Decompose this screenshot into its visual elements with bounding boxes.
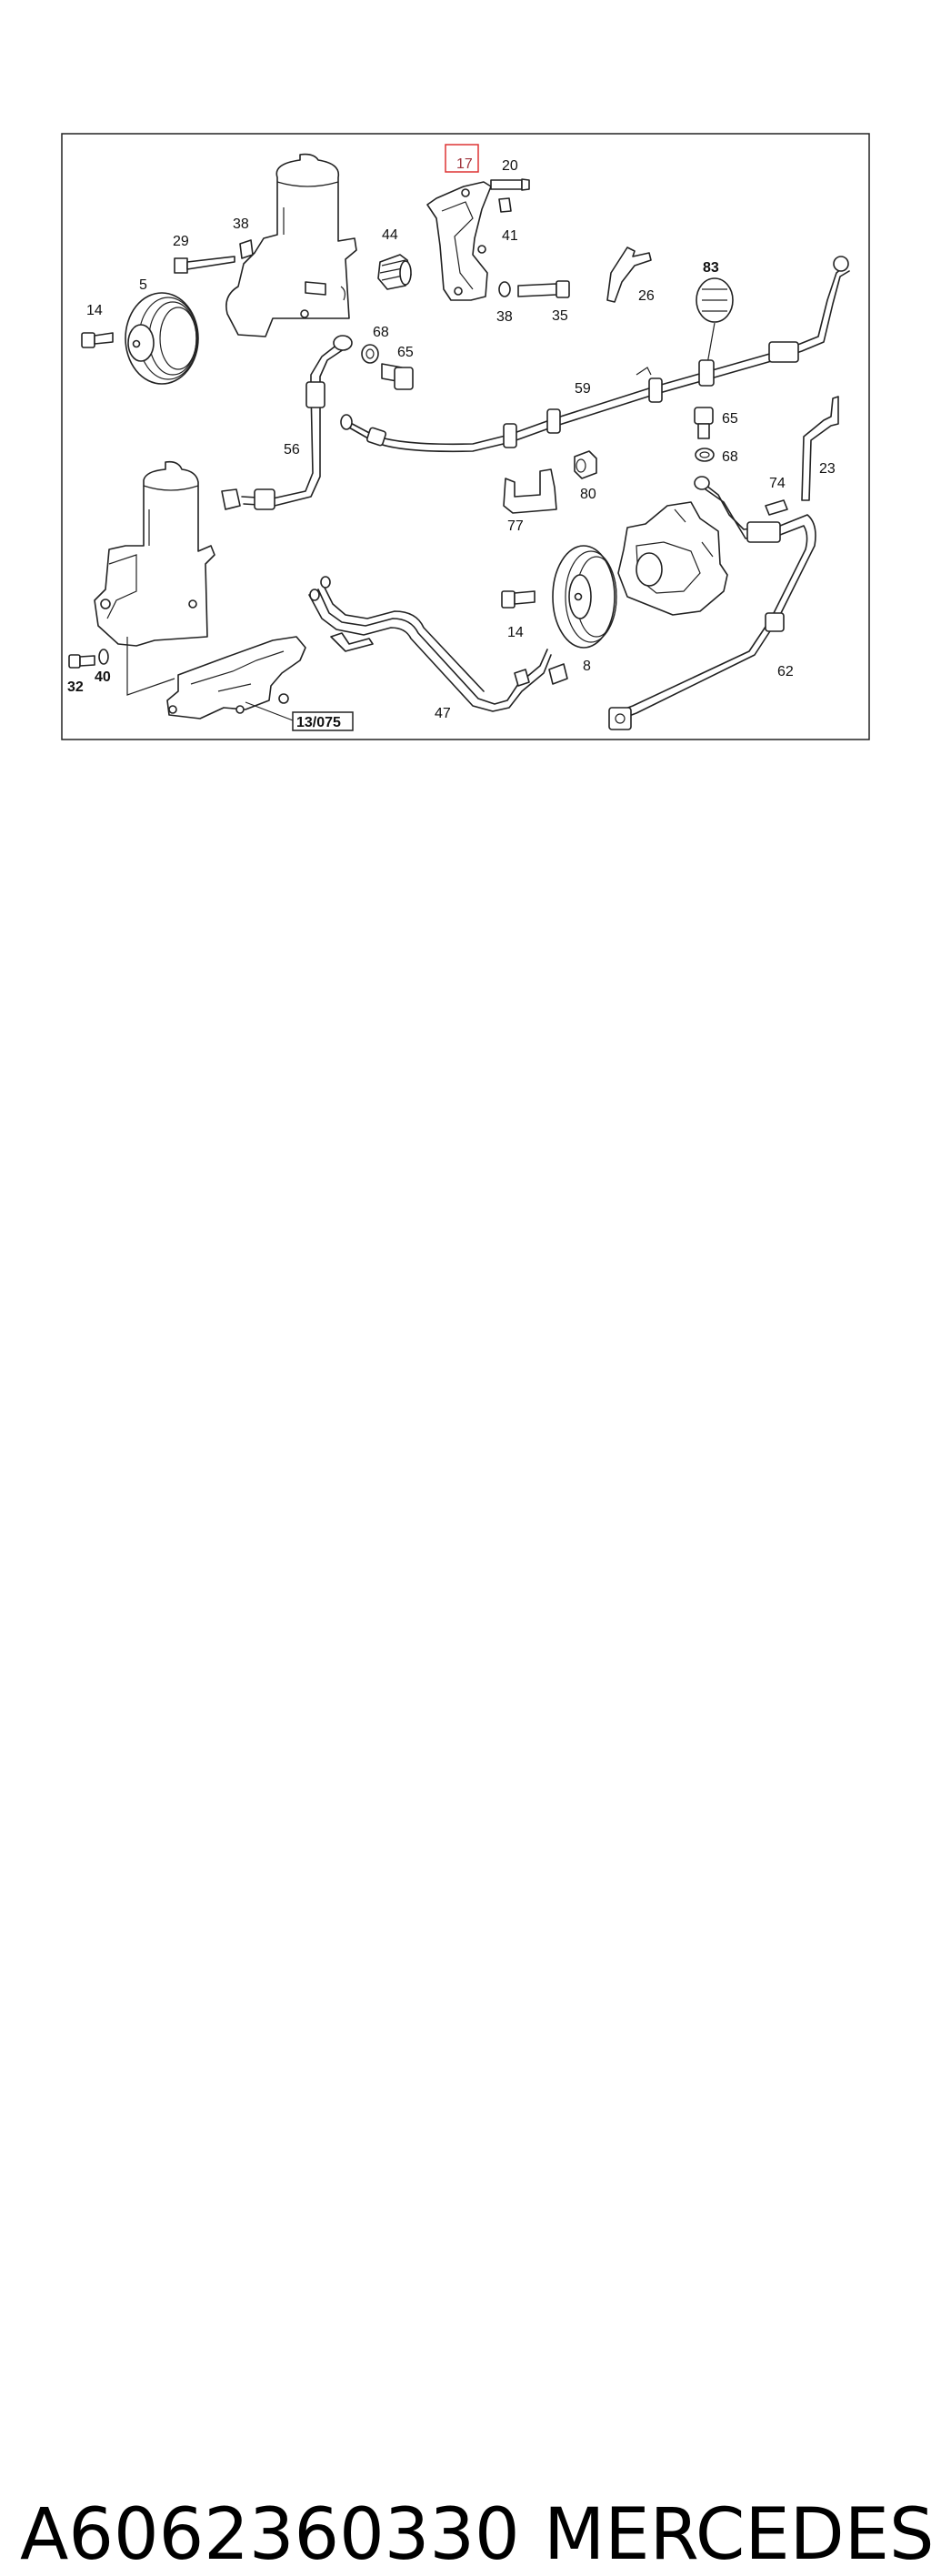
label-20: 20 — [502, 158, 518, 174]
caption: A6062360330 MERCEDES — [0, 1246, 931, 2576]
clamp-83 — [696, 277, 734, 365]
label-65-upper: 65 — [397, 345, 414, 360]
highlight-box-17 — [445, 144, 479, 173]
label-38-top: 38 — [233, 216, 249, 232]
banjo-bolt-65-upper — [381, 363, 414, 390]
label-80: 80 — [580, 487, 596, 502]
label-38-mid: 38 — [496, 309, 513, 325]
pulley-8 — [552, 545, 617, 649]
bracket-77 — [503, 468, 557, 514]
clip-38-top — [239, 239, 254, 259]
bracket-13-075 — [166, 636, 306, 721]
bolt-35 — [517, 280, 570, 298]
label-23: 23 — [819, 461, 836, 477]
label-59: 59 — [575, 381, 591, 397]
nut-41 — [498, 197, 512, 213]
label-74: 74 — [769, 476, 786, 491]
label-56: 56 — [284, 442, 300, 458]
washer-68-upper — [361, 344, 379, 364]
power-steering-pump-upper — [225, 153, 357, 337]
label-77: 77 — [507, 518, 524, 534]
label-26: 26 — [638, 288, 655, 304]
part-number: A6062360330 — [20, 2494, 520, 2576]
label-65-right: 65 — [722, 411, 738, 427]
pipe-47 — [308, 576, 568, 712]
washer-68-right-inner — [699, 451, 710, 458]
label-5: 5 — [139, 277, 147, 293]
brand-name: MERCEDES — [544, 2494, 931, 2576]
label-35: 35 — [552, 308, 568, 324]
label-14-top: 14 — [86, 303, 103, 318]
label-44: 44 — [382, 227, 398, 243]
washer-40 — [98, 649, 109, 665]
label-17: 17 — [456, 156, 473, 172]
label-8: 8 — [583, 659, 591, 674]
label-32: 32 — [67, 679, 84, 695]
washer-68-right — [695, 448, 715, 462]
stud-20 — [490, 178, 530, 191]
bolt-14-lower — [501, 590, 536, 609]
power-steering-pump-lower-right — [617, 501, 728, 616]
hose-59 — [340, 256, 850, 453]
label-14-lower: 14 — [507, 625, 524, 640]
pulley-5 — [125, 292, 199, 385]
banjo-bolt-65-right — [694, 407, 714, 439]
gear-44 — [377, 254, 412, 290]
label-ref-13-075: 13/075 — [296, 715, 341, 730]
pipe-56 — [221, 335, 353, 510]
bracket-26 — [606, 247, 652, 303]
label-41: 41 — [502, 228, 518, 244]
label-83: 83 — [703, 260, 719, 276]
label-47: 47 — [435, 706, 451, 721]
hose-62 — [608, 476, 816, 730]
bolt-14-top — [81, 332, 114, 348]
ref-box — [292, 711, 354, 731]
parts-diagram: 17 20 41 38 29 44 5 14 68 65 38 35 26 83… — [61, 133, 870, 740]
washer-68-upper-inner — [365, 348, 375, 359]
bolt-29 — [174, 256, 235, 274]
label-68-upper: 68 — [373, 325, 389, 340]
bracket-23 — [801, 396, 839, 501]
bolt-32 — [68, 654, 95, 669]
power-steering-pump-lower-left — [94, 460, 215, 696]
bolt-74 — [765, 499, 788, 516]
label-62: 62 — [777, 664, 794, 679]
label-68-right: 68 — [722, 449, 738, 465]
bracket-17 — [426, 181, 492, 301]
label-29: 29 — [173, 234, 189, 249]
washer-38 — [498, 281, 511, 297]
label-40: 40 — [95, 669, 111, 685]
grommet-80 — [574, 450, 597, 479]
